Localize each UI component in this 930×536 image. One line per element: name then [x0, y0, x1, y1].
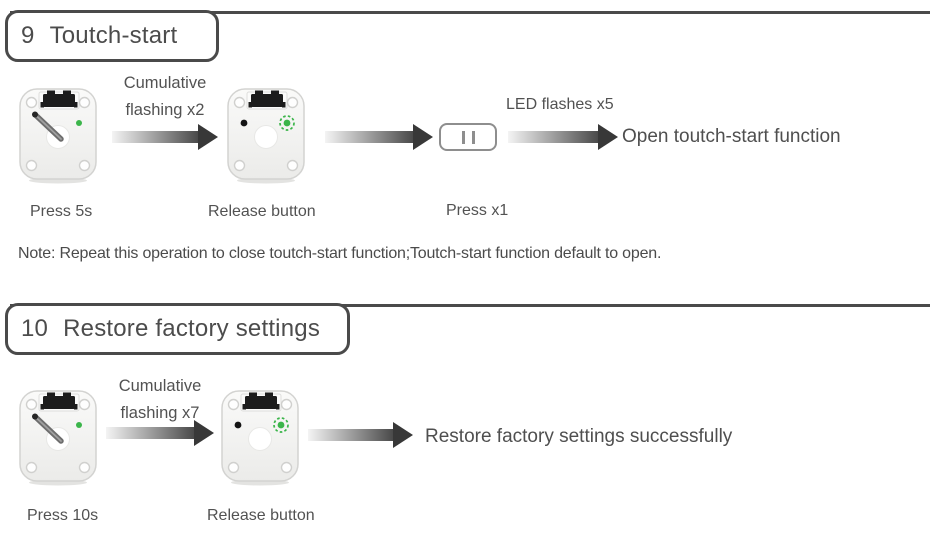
- arrow-right-icon: [325, 124, 433, 150]
- pause-button-icon: [439, 123, 497, 151]
- section10-step2-caption: Release button: [207, 507, 315, 524]
- section10-arrow1-label: Cumulative flashing x7: [118, 377, 202, 422]
- section10-number: 10: [21, 315, 49, 342]
- section9-step2-caption: Release button: [208, 203, 316, 220]
- sensor-device-lever-released-icon: [224, 86, 308, 186]
- section9-step3-caption: Press x1: [446, 202, 509, 219]
- section10-title: Restore factory settings: [63, 315, 321, 342]
- section9-note-text: Note: Repeat this operation to close tou…: [18, 245, 662, 262]
- section10-title-box: 10 Restore factory settings: [5, 303, 350, 355]
- arrow-right-icon: [112, 124, 218, 150]
- arrow-right-icon: [508, 124, 618, 150]
- section10-result-text: Restore factory settings successfully: [425, 426, 733, 447]
- section9-led-label: LED flashes x5: [506, 96, 614, 113]
- section9-step1-caption: Press 5s: [30, 203, 93, 220]
- section9-number: 9: [21, 22, 35, 49]
- arrow-right-icon: [308, 422, 413, 448]
- section9-title: Toutch-start: [49, 22, 178, 49]
- sensor-device-lever-released-icon: [218, 388, 302, 488]
- section9-title-box: 9 Toutch-start: [5, 10, 219, 62]
- sensor-device-lever-pressed-icon: [16, 86, 100, 186]
- section9-arrow1-label: Cumulative flashing x2: [123, 74, 207, 119]
- section10-step1-caption: Press 10s: [27, 507, 99, 524]
- sensor-device-lever-pressed-icon: [16, 388, 100, 488]
- arrow-right-icon: [106, 420, 214, 446]
- section9-result-text: Open toutch-start function: [622, 126, 841, 147]
- section10-divider-line: [10, 304, 930, 307]
- section9-divider-line: [10, 11, 930, 14]
